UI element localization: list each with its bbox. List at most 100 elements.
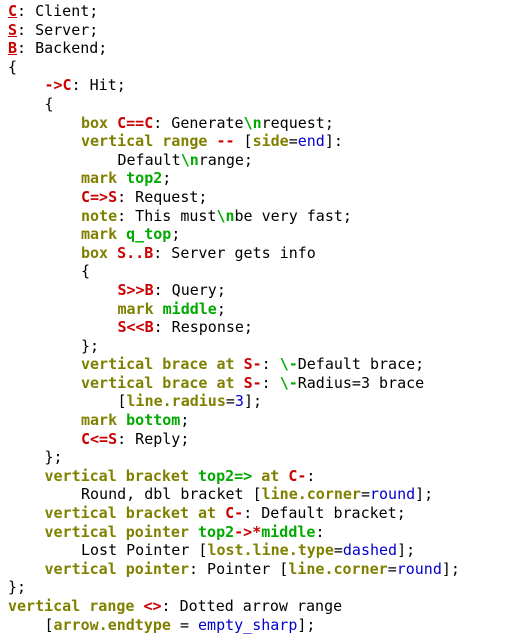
code-token-ent: ->C — [44, 76, 72, 95]
code-token-kw: mark — [81, 169, 127, 188]
code-token-kw: vertical bracket — [44, 466, 199, 485]
code-token-ent: C — [8, 2, 18, 20]
code-token-plain: : Generate — [153, 113, 244, 132]
code-token-plain: = — [360, 485, 370, 504]
code-token-attr: line.corner — [261, 485, 361, 504]
code-line: vertical range <>: Dotted arrow range — [0, 597, 513, 616]
code-token-kw: vertical brace at — [81, 373, 244, 392]
code-token-kw: mark — [81, 411, 127, 430]
code-token-kw: vertical pointer — [44, 559, 190, 578]
code-token-plain: ]: — [324, 132, 343, 151]
code-token-mark: top2 — [198, 522, 235, 541]
code-token-plain: ; — [171, 225, 181, 244]
code-token-attr: lost.line.type — [207, 541, 334, 560]
code-line: vertical pointer top2->*middle: — [0, 523, 513, 542]
code-token-plain: : Server gets info — [153, 243, 316, 262]
code-token-ent: S- — [243, 355, 262, 374]
code-line: }; — [0, 448, 513, 467]
code-token-plain: ]; — [415, 485, 434, 504]
code-token-plain: Radius=3 brace — [297, 373, 425, 392]
code-token-esc: \- — [279, 373, 298, 392]
code-token-mark: middle — [261, 522, 316, 541]
code-line: { — [0, 262, 513, 281]
code-line: vertical bracket at C-: Default bracket; — [0, 504, 513, 523]
code-token-mark: top2 — [126, 169, 163, 188]
code-token-plain: = — [333, 541, 343, 560]
code-token-plain: ; — [180, 411, 190, 430]
code-line: }; — [0, 578, 513, 597]
code-line: Round, dbl bracket [line.corner=round]; — [0, 485, 513, 504]
code-token-ent: C<=S — [81, 429, 118, 448]
code-line: vertical brace at S-: \-Default brace; — [0, 355, 513, 374]
code-token-esc: \n — [243, 113, 262, 132]
code-token-plain: : Client; — [17, 2, 99, 20]
code-token-plain: : — [261, 355, 280, 374]
code-token-ent: S<<B — [117, 318, 154, 337]
code-token-kw: box — [81, 113, 118, 132]
code-line: [arrow.endtype = empty_sharp]; — [0, 616, 513, 635]
code-line: Lost Pointer [lost.line.type=dashed]; — [0, 541, 513, 560]
code-line: Default\nrange; — [0, 151, 513, 170]
code-token-plain: : — [261, 373, 280, 392]
code-token-ent: S — [8, 20, 18, 39]
code-token-plain: = — [288, 132, 298, 151]
code-token-kw: vertical bracket at — [44, 504, 226, 523]
code-token-plain: : Backend; — [17, 39, 108, 58]
code-token-ent: C==C — [117, 113, 154, 132]
code-line: mark middle; — [0, 300, 513, 319]
code-token-val: dashed — [342, 541, 398, 560]
code-line: mark q_top; — [0, 225, 513, 244]
code-token-plain: : — [306, 466, 316, 485]
code-token-plain: : This must — [117, 206, 217, 225]
code-line: C=>S: Request; — [0, 188, 513, 207]
code-token-attr: line.corner — [288, 559, 388, 578]
code-token-plain: : — [315, 522, 325, 541]
code-token-kw: vertical range — [81, 132, 217, 151]
code-token-kw: box — [81, 243, 118, 262]
code-token-ent: C- — [288, 466, 307, 485]
code-line: box S..B: Server gets info — [0, 244, 513, 263]
code-token-ent: <> — [143, 597, 162, 615]
code-line: vertical range -- [side=end]: — [0, 132, 513, 151]
code-token-plain: : Response; — [153, 318, 253, 337]
code-token-plain: [ — [44, 615, 54, 634]
code-line: mark top2; — [0, 169, 513, 188]
code-token-kw: vertical pointer — [44, 522, 199, 541]
code-token-plain: : Dotted arrow range — [161, 597, 343, 615]
code-token-val: end — [297, 132, 325, 151]
code-token-attr: arrow.endtype — [53, 615, 171, 634]
code-token-ent: C=>S — [81, 187, 118, 206]
code-token-val: empty_sharp — [198, 615, 298, 634]
code-token-ent: S>>B — [117, 280, 154, 299]
code-token-ent: ->* — [234, 522, 262, 541]
code-token-plain: ; — [216, 299, 226, 318]
code-token-plain: ; — [162, 169, 172, 188]
code-token-val: round — [396, 559, 442, 578]
code-token-kw: at — [252, 466, 289, 485]
code-token-attr: side — [252, 132, 289, 151]
code-token-plain: ]; — [441, 559, 460, 578]
code-token-val: 3 — [234, 392, 244, 411]
code-token-plain: { — [44, 94, 54, 113]
code-line: [line.radius=3]; — [0, 392, 513, 411]
code-token-plain: : Hit; — [71, 76, 126, 95]
code-token-plain: : Server; — [17, 20, 99, 39]
code-line: note: This must\nbe very fast; — [0, 207, 513, 226]
code-token-plain: { — [81, 262, 91, 281]
code-token-plain: }; — [8, 578, 27, 597]
code-token-mark: bottom — [126, 411, 181, 430]
code-token-plain: : Default bracket; — [243, 504, 406, 523]
code-token-attr: line.radius — [126, 392, 226, 411]
code-line: S: Server; — [0, 21, 513, 40]
code-token-plain: Default brace; — [297, 355, 425, 374]
code-token-plain: Default — [117, 150, 181, 169]
code-token-kw: mark — [117, 299, 163, 318]
code-token-kw: mark — [81, 225, 127, 244]
code-line: S<<B: Response; — [0, 318, 513, 337]
code-token-plain: [ — [234, 132, 253, 151]
code-token-ent: C- — [225, 504, 244, 523]
code-line: }; — [0, 337, 513, 356]
code-token-plain: : Request; — [117, 187, 208, 206]
code-line: { — [0, 95, 513, 114]
